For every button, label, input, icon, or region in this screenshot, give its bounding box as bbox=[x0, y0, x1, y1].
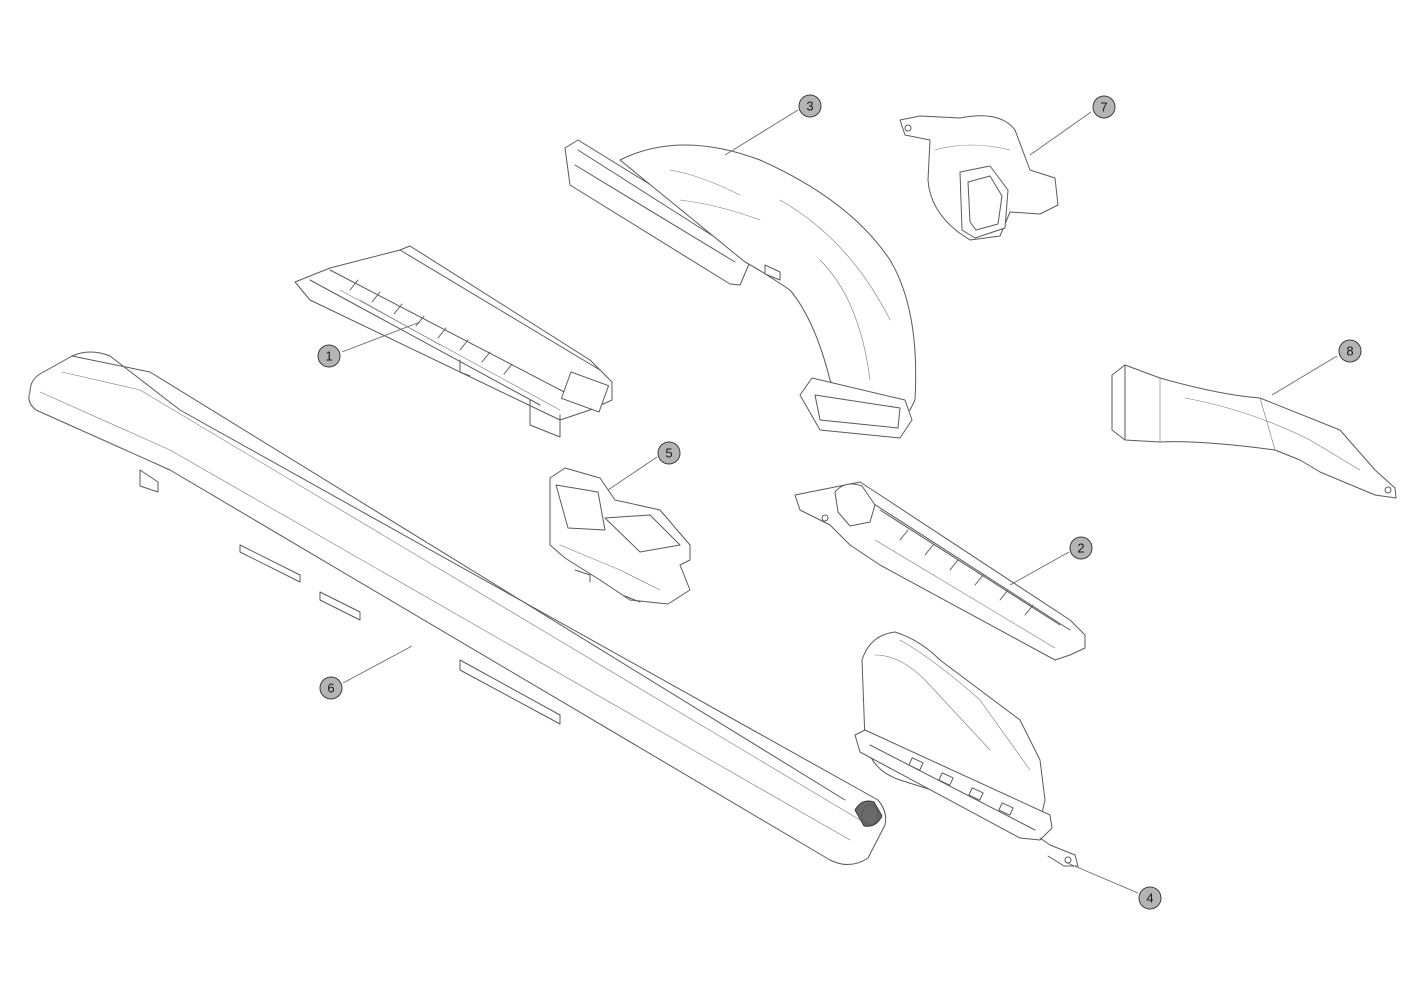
part-5-center-bezel[interactable] bbox=[549, 467, 691, 605]
leader-3 bbox=[724, 109, 799, 156]
leader-1 bbox=[341, 321, 421, 353]
part-3-curved-duct[interactable] bbox=[564, 139, 917, 439]
leader-4 bbox=[1064, 861, 1139, 894]
leader-lines bbox=[341, 109, 1338, 894]
callout-7[interactable]: 7 bbox=[1092, 95, 1116, 119]
leader-5 bbox=[607, 456, 658, 491]
callout-1[interactable]: 1 bbox=[317, 344, 341, 368]
callout-2[interactable]: 2 bbox=[1069, 536, 1093, 560]
callout-7-label: 7 bbox=[1100, 100, 1107, 115]
leader-2 bbox=[1009, 551, 1070, 586]
callout-3-label: 3 bbox=[806, 99, 813, 114]
leader-6 bbox=[342, 645, 413, 684]
callout-5[interactable]: 5 bbox=[657, 441, 681, 465]
callout-4-label: 4 bbox=[1146, 891, 1153, 906]
callout-2-label: 2 bbox=[1077, 541, 1084, 556]
part-7-small-duct[interactable] bbox=[899, 115, 1059, 241]
part-8-side-duct[interactable] bbox=[1111, 364, 1397, 499]
leader-8 bbox=[1271, 355, 1338, 396]
callout-5-label: 5 bbox=[665, 446, 672, 461]
part-2-vent-assembly[interactable] bbox=[794, 481, 1086, 661]
callout-6-label: 6 bbox=[327, 681, 334, 696]
callout-8[interactable]: 8 bbox=[1338, 339, 1362, 363]
leader-7 bbox=[1029, 111, 1092, 156]
callout-8-label: 8 bbox=[1346, 344, 1353, 359]
callout-4[interactable]: 4 bbox=[1138, 886, 1162, 910]
part-6-dash-trim-panel[interactable] bbox=[28, 351, 887, 865]
callout-3[interactable]: 3 bbox=[798, 94, 822, 118]
part-1-vent-assembly[interactable] bbox=[294, 245, 613, 438]
part-4-lower-duct[interactable] bbox=[854, 631, 1079, 867]
callout-1-label: 1 bbox=[325, 349, 332, 364]
callout-6[interactable]: 6 bbox=[319, 676, 343, 700]
